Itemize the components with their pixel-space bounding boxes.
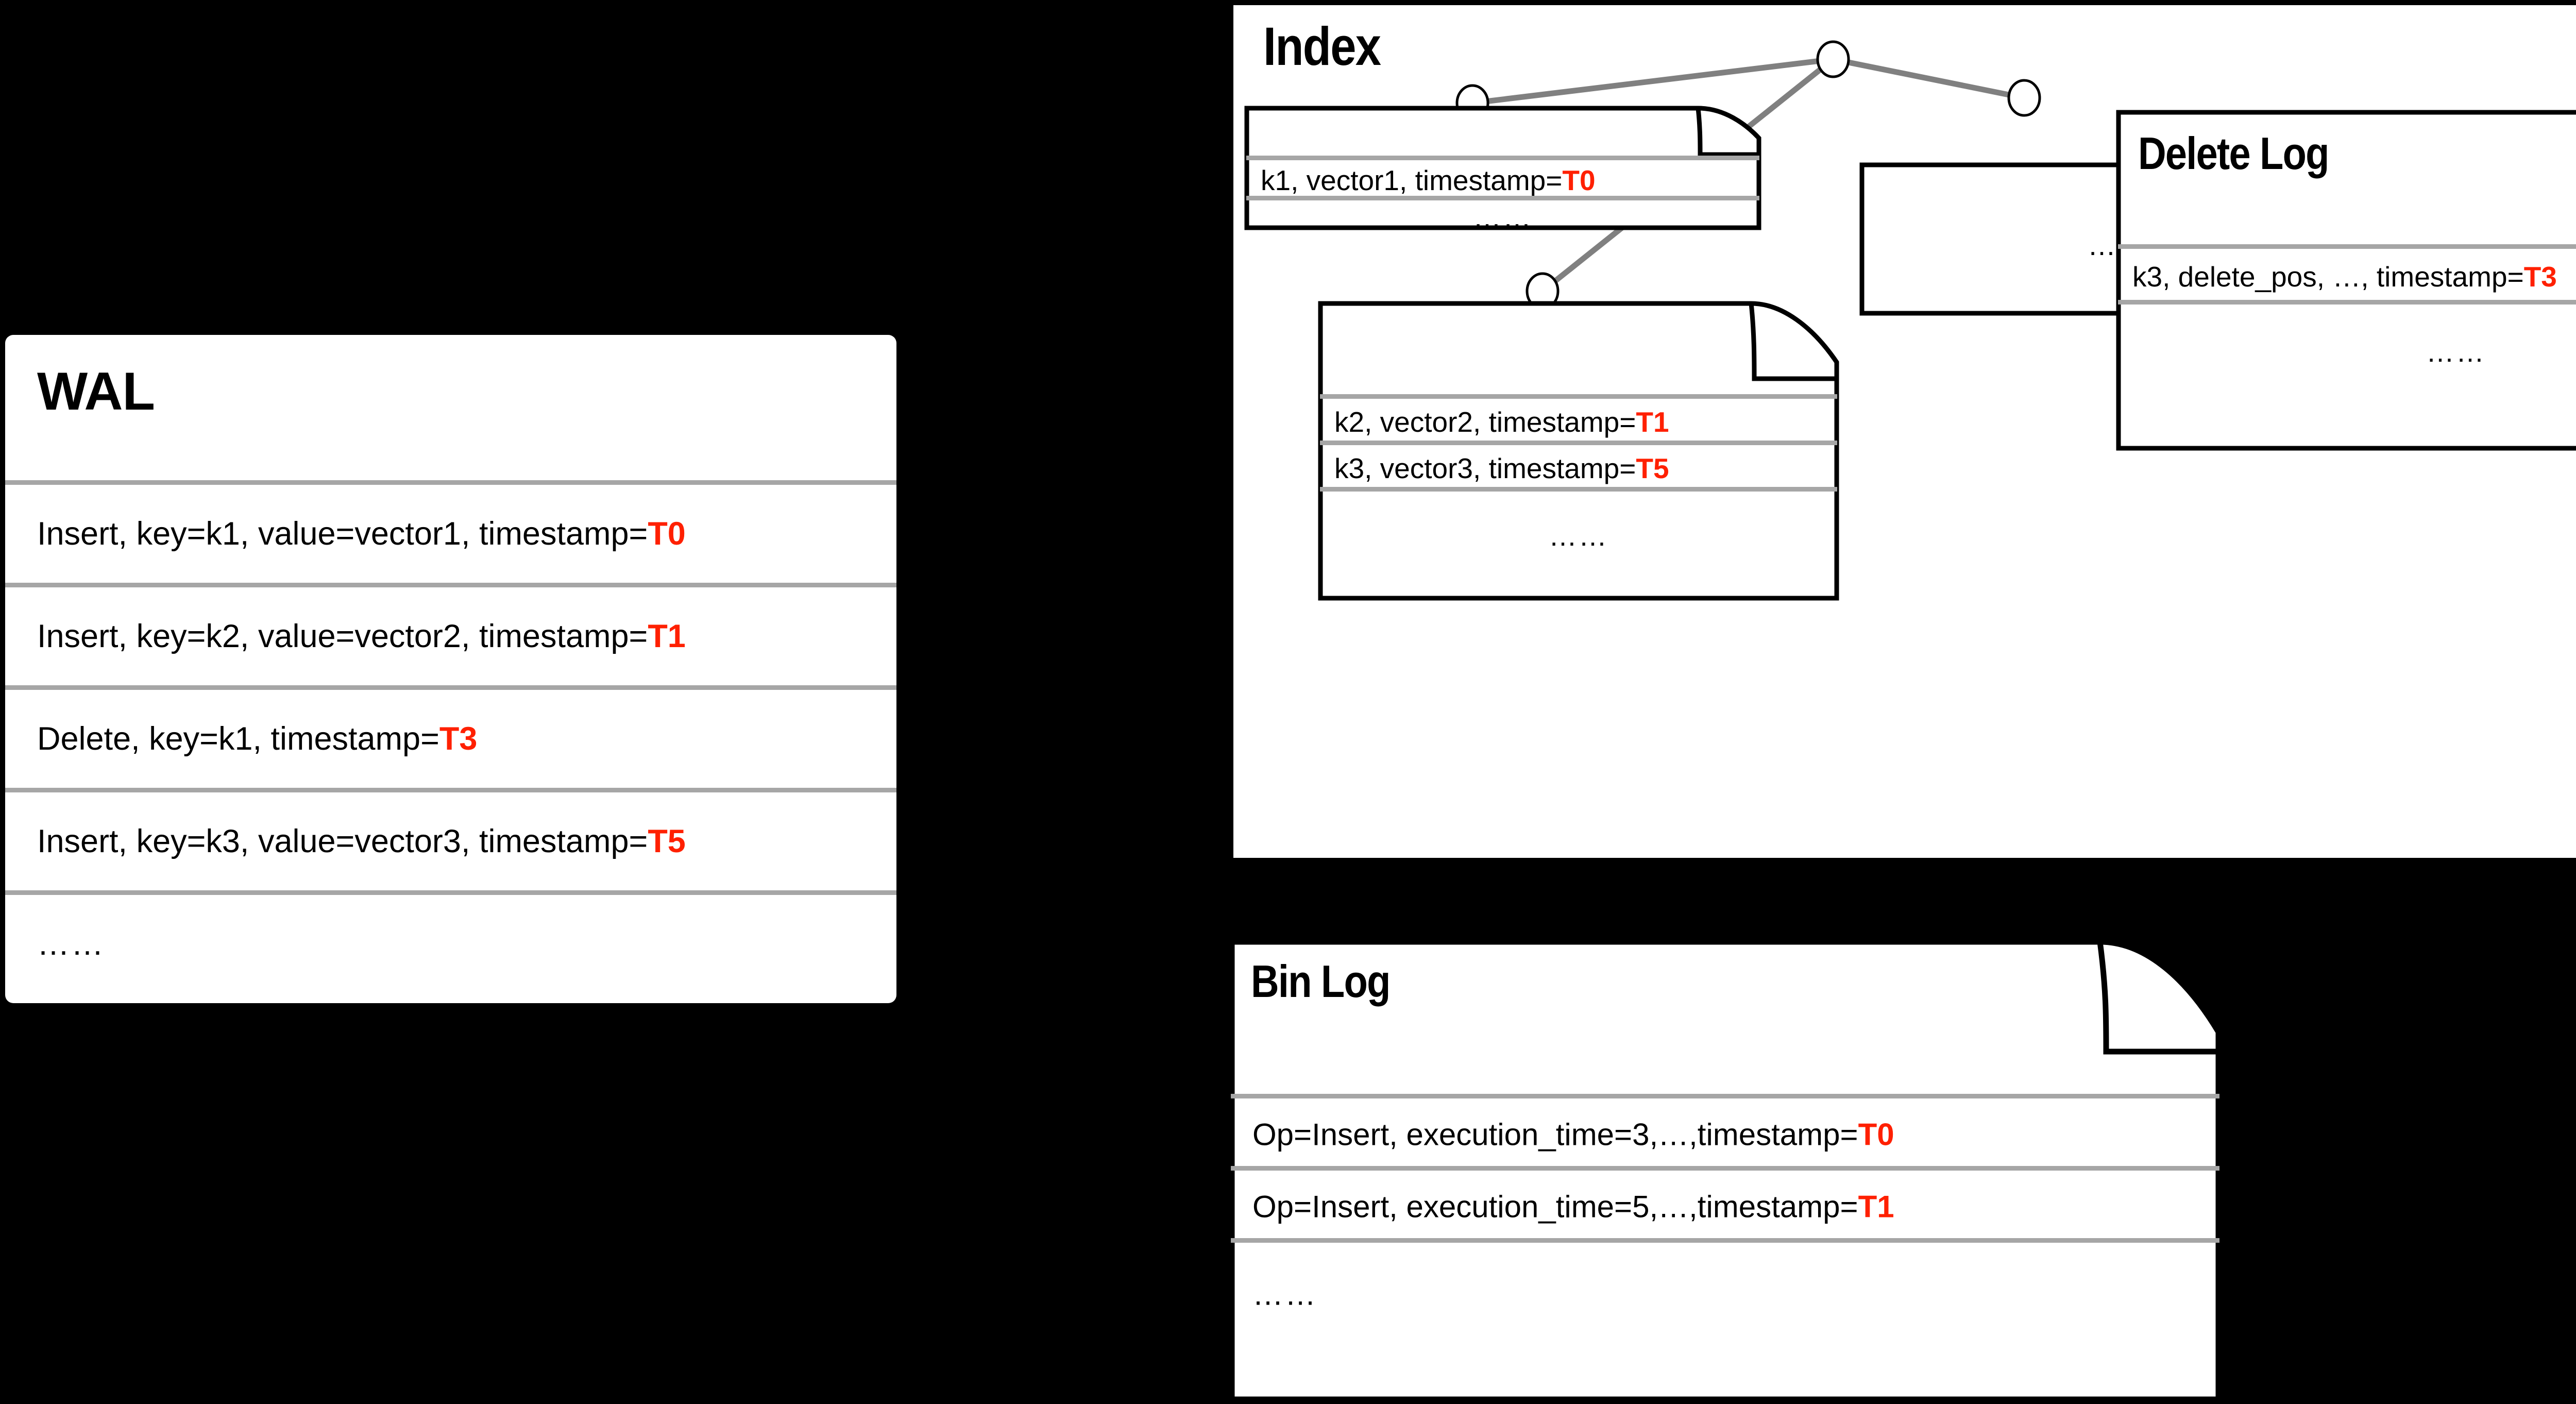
document-shape: [2116, 110, 2576, 450]
wal-row-list: Insert, key=k1, value=vector1, timestamp…: [5, 480, 896, 993]
delete-log-row: k3, delete_pos, …, timestamp=T3: [2118, 244, 2576, 305]
wal-row-text: Insert, key=k1, value=vector1, timestamp…: [37, 516, 686, 552]
index-leaf-k2: k2, vector2, timestamp=T1 k3, vector3, t…: [1318, 301, 1839, 600]
index-leaf-row-text: ……: [1549, 520, 1608, 552]
timestamp-value: T5: [1636, 452, 1669, 484]
index-leaf-row: ……: [1246, 196, 1759, 234]
timestamp-value: T0: [648, 516, 686, 552]
timestamp-value: T3: [2523, 261, 2557, 293]
wal-row: Insert, key=k3, value=vector3, timestamp…: [5, 788, 896, 890]
index-leaf-k1: k1, vector1, timestamp=T0 ……: [1245, 106, 1761, 233]
tree-node-root: [1816, 40, 1850, 78]
timestamp-value: T0: [1562, 164, 1596, 196]
document-shape: [1318, 301, 1839, 600]
tree-node-right: [2007, 79, 2041, 117]
bin-log-row-text: Op=Insert, execution_time=3,…,timestamp=…: [1252, 1117, 1894, 1152]
wal-row: Delete, key=k1, timestamp=T3: [5, 685, 896, 788]
timestamp-value: T1: [648, 618, 686, 654]
index-leaf-row-text: k3, vector3, timestamp=T5: [1334, 452, 1669, 484]
wal-row-text: Insert, key=k3, value=vector3, timestamp…: [37, 823, 686, 859]
delete-log-row-text: ……: [2426, 336, 2486, 368]
bin-log-row: Op=Insert, execution_time=3,…,timestamp=…: [1231, 1094, 2219, 1171]
index-title: Index: [1263, 16, 1381, 77]
index-leaf-row-text: ……: [1473, 201, 1533, 233]
wal-row-text: Delete, key=k1, timestamp=T3: [37, 721, 478, 757]
bin-log-panel: Bin Log Op=Insert, execution_time=3,…,ti…: [1229, 939, 2221, 1402]
index-leaf-row-text: k1, vector1, timestamp=T0: [1261, 164, 1596, 196]
index-leaf-row: k3, vector3, timestamp=T5: [1320, 441, 1837, 492]
wal-row: Insert, key=k1, value=vector1, timestamp…: [5, 480, 896, 583]
tree-edge-right: [1832, 56, 2025, 101]
delete-log-row: ……: [2118, 300, 2576, 453]
wal-title: WAL: [37, 362, 155, 421]
index-leaf-row: k2, vector2, timestamp=T1: [1320, 394, 1837, 445]
wal-row-text: Insert, key=k2, value=vector2, timestamp…: [37, 618, 686, 654]
document-shape: [1229, 939, 2221, 1402]
index-leaf-row: ……: [1320, 487, 1837, 603]
bin-log-row: Op=Insert, execution_time=5,…,timestamp=…: [1231, 1166, 2219, 1243]
index-leaf-row: k1, vector1, timestamp=T0: [1246, 156, 1759, 200]
timestamp-value: T1: [1858, 1189, 1894, 1224]
bin-log-row-text: Op=Insert, execution_time=5,…,timestamp=…: [1252, 1189, 1894, 1224]
wal-row-text: ……: [37, 926, 105, 962]
wal-row: ……: [5, 890, 896, 993]
index-leaf-row-text: k2, vector2, timestamp=T1: [1334, 406, 1669, 438]
tree-edge-left: [1472, 56, 1834, 106]
timestamp-value: T5: [648, 823, 686, 859]
bin-log-row-text: ……: [1252, 1277, 1317, 1312]
delete-log-panel: Delete Log k3, delete_pos, …, timestamp=…: [2116, 110, 2576, 450]
wal-panel: WAL Insert, key=k1, value=vector1, times…: [5, 335, 896, 1003]
timestamp-value: T0: [1858, 1117, 1894, 1152]
timestamp-value: T1: [1636, 406, 1669, 438]
index-panel: Index k1, vector1, timestamp=T0 ……: [1233, 5, 2576, 858]
delete-log-title: Delete Log: [2138, 128, 2329, 179]
bin-log-row: ……: [1231, 1238, 2219, 1404]
timestamp-value: T3: [439, 721, 478, 757]
wal-row: Insert, key=k2, value=vector2, timestamp…: [5, 583, 896, 685]
delete-log-row-text: k3, delete_pos, …, timestamp=T3: [2132, 261, 2557, 293]
bin-log-title: Bin Log: [1251, 956, 1391, 1007]
